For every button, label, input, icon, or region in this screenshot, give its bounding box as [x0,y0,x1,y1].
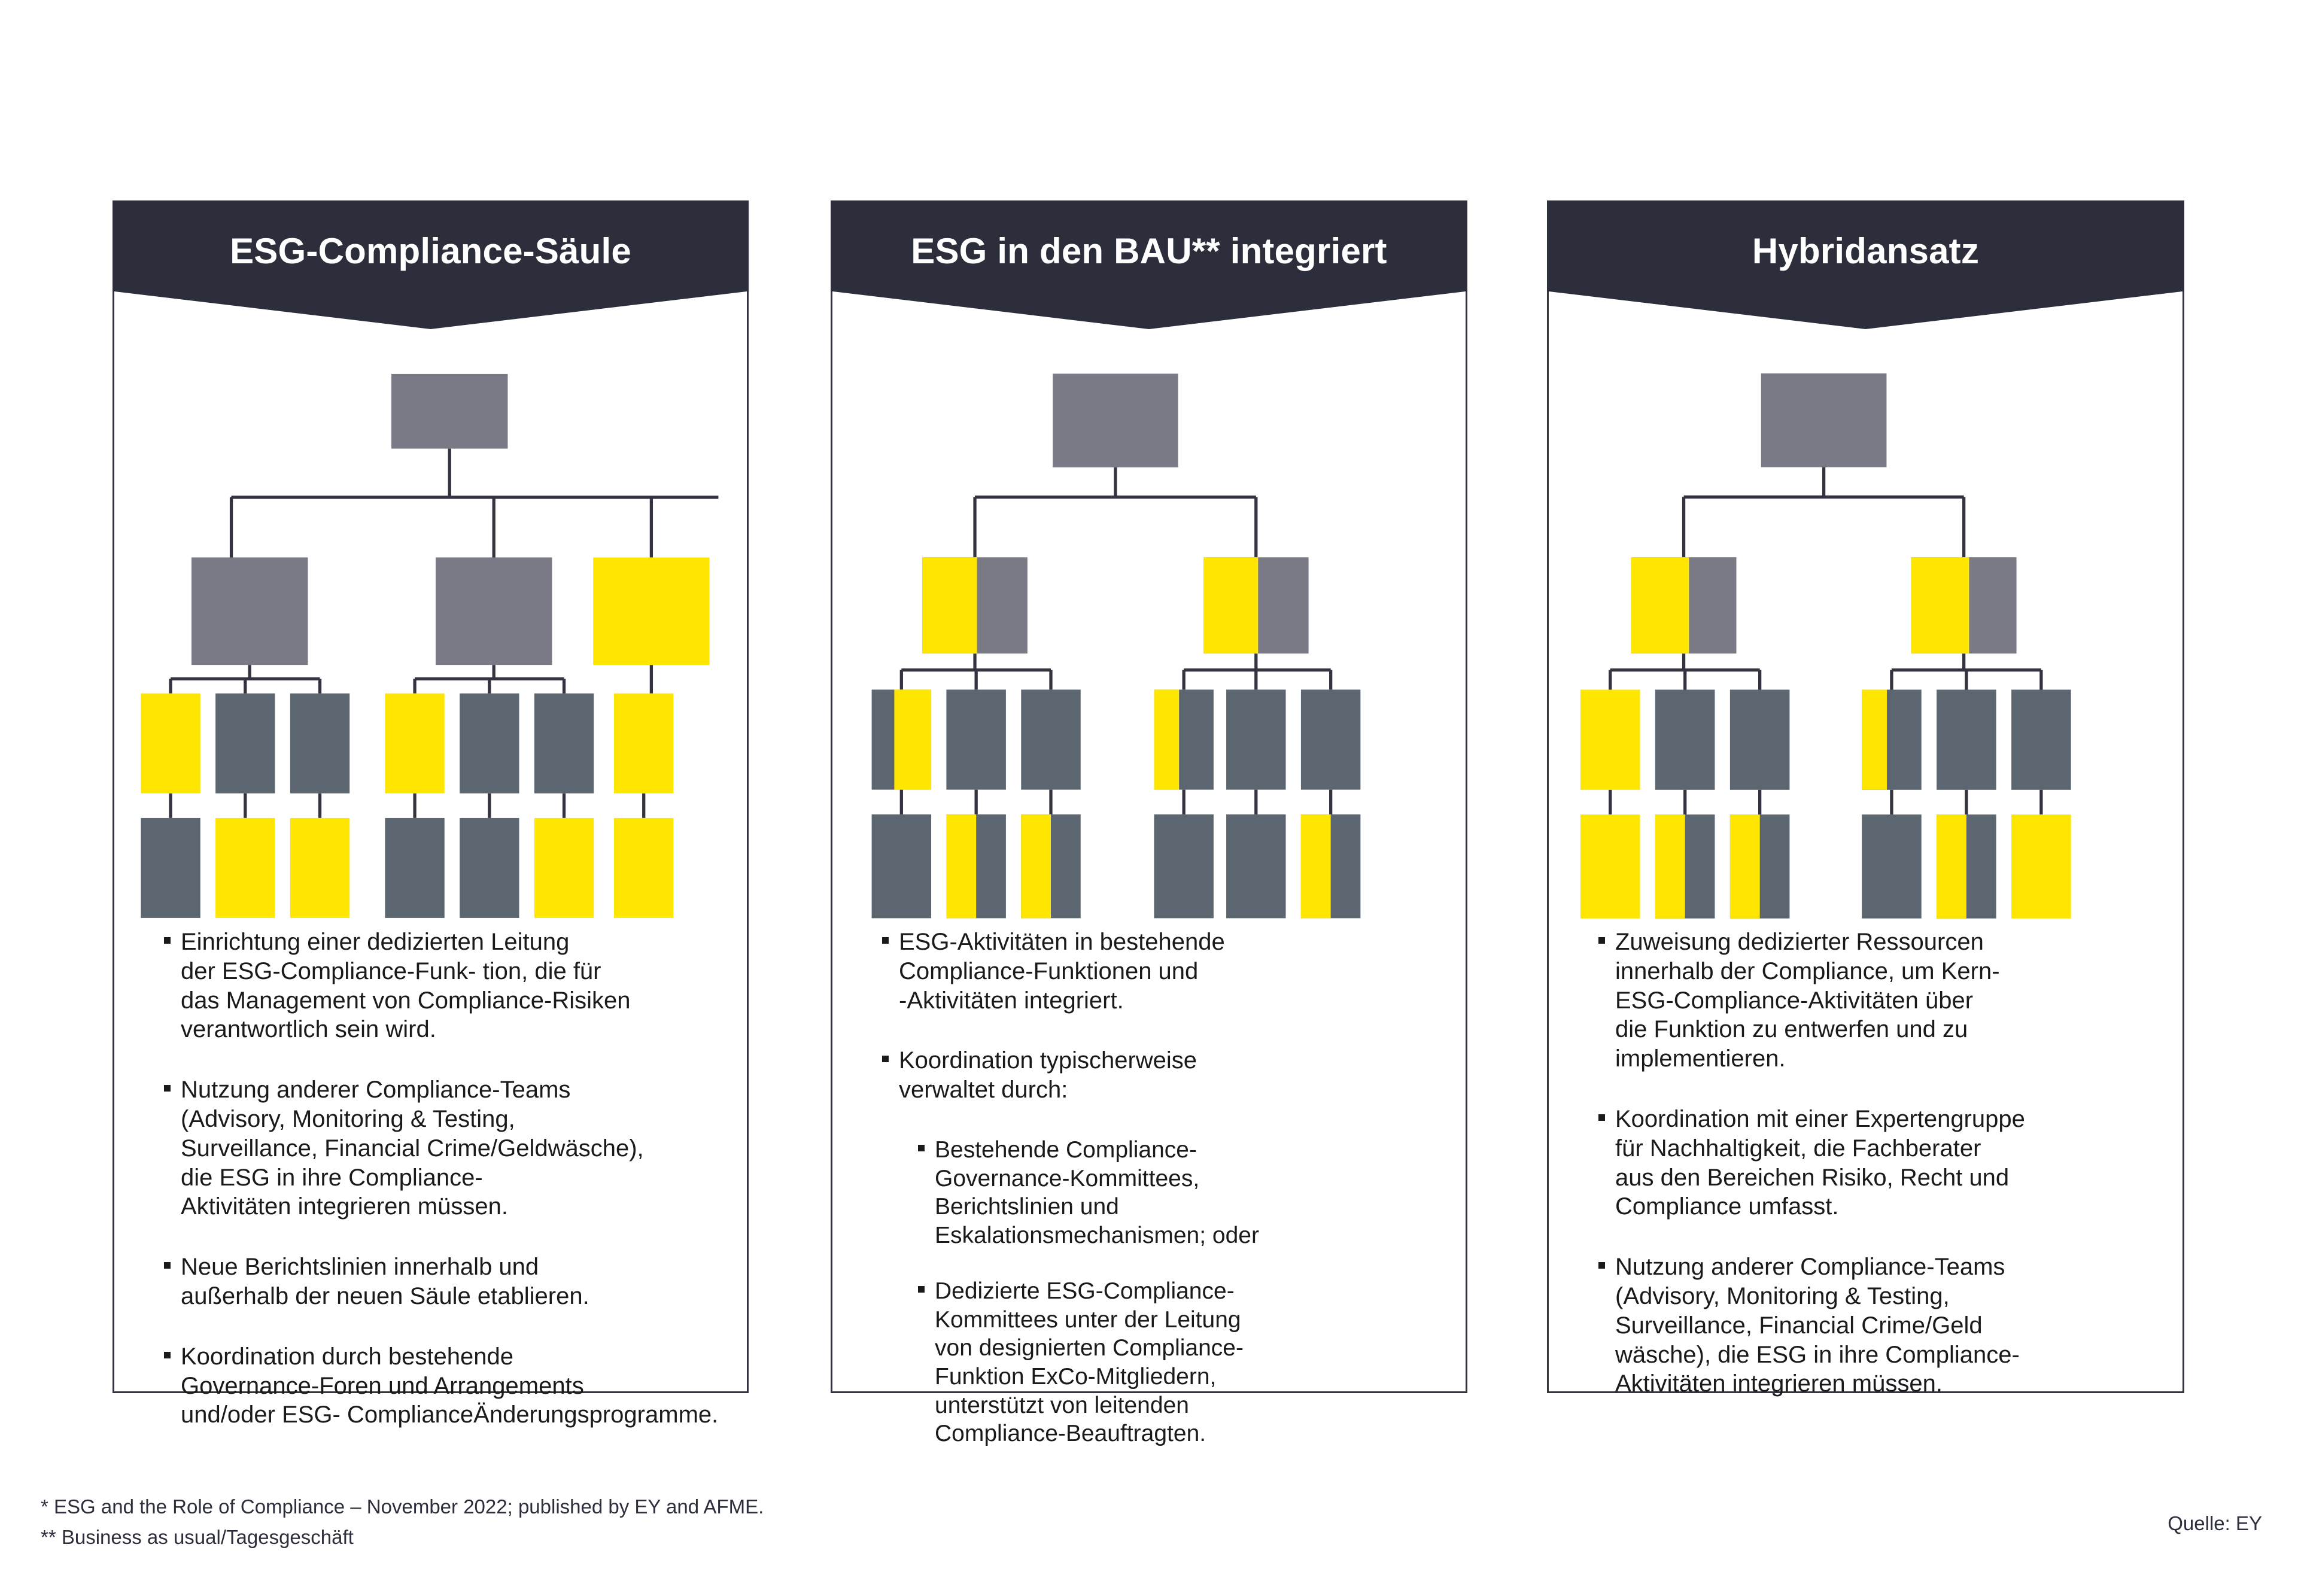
bullet-item: Zuweisung dedizierter Ressourcen innerha… [1594,928,2159,1074]
bullet-item: Koordination mit einer Expertengruppe fü… [1594,1105,2159,1221]
sub-bullet-item: Bestehende Compliance- Governance-Kommit… [913,1136,1442,1250]
footnote-2: ** Business as usual/Tagesgeschäft [41,1526,354,1549]
bullet-list: ESG-Aktivitäten in bestehende Compliance… [877,928,1442,1476]
bullet-list: Einrichtung einer dedizierten Leitung de… [159,928,723,1461]
bullet-item: Koordination typischerweise verwaltet du… [877,1046,1442,1105]
org-chart-diagram [832,338,1466,966]
bullet-item: Koordination durch bestehende Governance… [159,1342,723,1430]
bullet-list: Zuweisung dedizierter Ressourcen innerha… [1594,928,2159,1430]
card-title: Hybridansatz [1752,231,1980,271]
bullet-item: Einrichtung einer dedizierten Leitung de… [159,928,723,1044]
org-chart-diagram [1549,338,2183,966]
bullet-item: ESG-Aktivitäten in bestehende Compliance… [877,928,1442,1015]
card-title: ESG in den BAU** integriert [911,231,1387,271]
bullet-item: Nutzung anderer Compliance-Teams (Adviso… [159,1075,723,1221]
sub-bullet-item: Dedizierte ESG-Compliance- Kommittees un… [913,1277,1442,1448]
org-chart-diagram [114,338,747,966]
bullet-item: Nutzung anderer Compliance-Teams (Adviso… [1594,1253,2159,1399]
footnotes: * ESG and the Role of Compliance – Novem… [41,1491,764,1552]
footnote-1: * ESG and the Role of Compliance – Novem… [41,1495,764,1518]
source-label: Quelle: EY [2168,1512,2262,1534]
bullet-item: Neue Berichtslinien innerhalb und außerh… [159,1253,723,1311]
card-title: ESG-Compliance-Säule [230,231,631,271]
